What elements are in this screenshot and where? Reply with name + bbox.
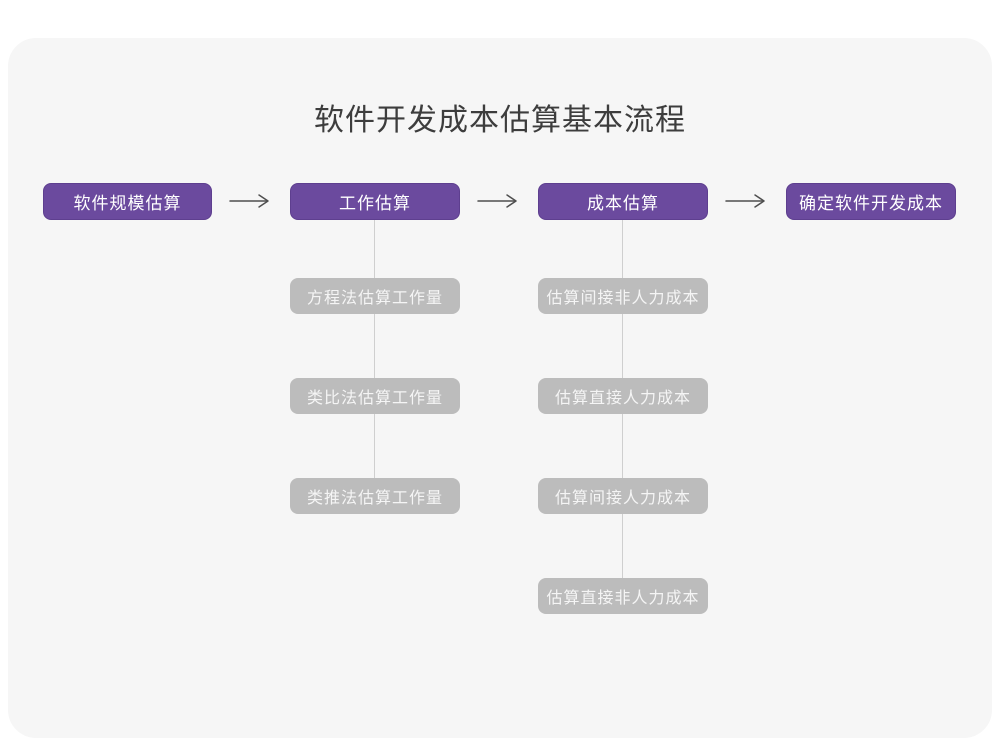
sub-node-indirect-nonlabor-cost: 估算间接非人力成本: [538, 278, 708, 314]
sub-node-label: 估算直接非人力成本: [546, 590, 700, 607]
sub-node-analogy-method: 类比法估算工作量: [290, 378, 460, 414]
sub-node-label: 类比法估算工作量: [306, 390, 443, 407]
diagram-title: 软件开发成本估算基本流程: [314, 104, 686, 137]
stage-node-work-estimation: 工作估算: [290, 183, 460, 220]
sub-node-label: 估算间接人力成本: [554, 490, 691, 507]
sub-node-label: 类推法估算工作量: [306, 490, 443, 507]
stage-node-label: 工作估算: [339, 194, 411, 213]
sub-node-label: 估算间接非人力成本: [546, 290, 700, 307]
stage-node-label: 成本估算: [587, 194, 659, 213]
stage-node-determine-development-cost: 确定软件开发成本: [786, 183, 956, 220]
sub-node-label: 方程法估算工作量: [306, 290, 443, 307]
sub-node-label: 估算直接人力成本: [554, 390, 691, 407]
stage-node-label: 确定软件开发成本: [799, 194, 943, 213]
diagram-card: [8, 38, 992, 738]
right-arrow-icon: [229, 194, 269, 208]
right-arrow-icon: [477, 194, 517, 208]
stage-node-cost-estimation: 成本估算: [538, 183, 708, 220]
sub-node-direct-nonlabor-cost: 估算直接非人力成本: [538, 578, 708, 614]
sub-node-direct-labor-cost: 估算直接人力成本: [538, 378, 708, 414]
work-estimation-connector-line: [374, 220, 375, 480]
sub-node-extrapolation-method: 类推法估算工作量: [290, 478, 460, 514]
stage-node-label: 软件规模估算: [73, 194, 182, 213]
right-arrow-icon: [725, 194, 765, 208]
sub-node-indirect-labor-cost: 估算间接人力成本: [538, 478, 708, 514]
stage-node-software-scale-estimation: 软件规模估算: [43, 183, 212, 220]
sub-node-equation-method: 方程法估算工作量: [290, 278, 460, 314]
